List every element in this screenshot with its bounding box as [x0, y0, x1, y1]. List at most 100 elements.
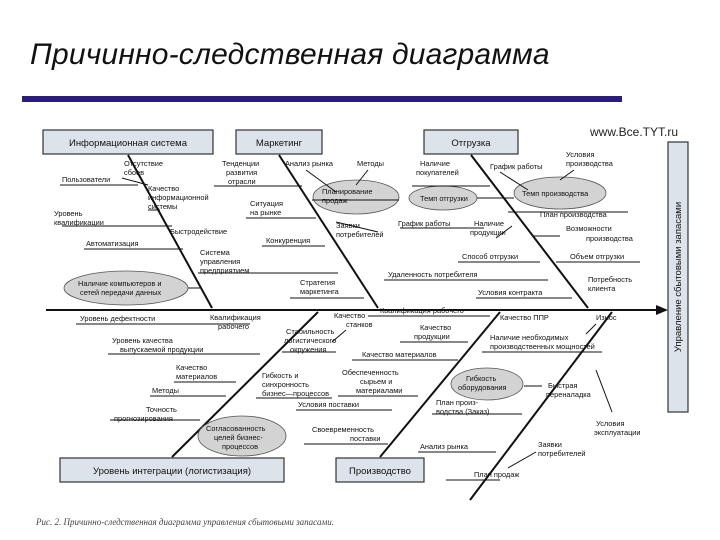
- label-market-situation-1: Ситуация: [250, 199, 283, 208]
- category-box-shipping: [423, 129, 519, 155]
- label-prod-plan-order-1: План произ-: [436, 398, 479, 407]
- category-box-info: [42, 129, 214, 155]
- bone-info: [127, 154, 213, 309]
- branch-availability: [495, 225, 513, 239]
- label-wear: Износ: [596, 313, 617, 322]
- label-logistics-1: Стабильность: [286, 327, 335, 336]
- bone-marketing: [278, 154, 379, 309]
- label-mgmt-system-3: предприятием: [200, 266, 249, 275]
- label-product-quality-2b: продукции: [414, 332, 450, 341]
- label-absence-2: сбоев: [124, 168, 144, 177]
- label-flex-sync-2: синхронность: [262, 380, 309, 389]
- category-shipping: Отгрузка: [451, 138, 491, 149]
- label-fast-reconfig-2: переналадка: [546, 390, 592, 399]
- label-consumer-orders-2a: Заявки: [538, 440, 562, 449]
- label-defect-level: Уровень дефектности: [80, 314, 155, 323]
- label-methods-2: Методы: [152, 386, 179, 395]
- label-work-schedule: График работы: [490, 162, 542, 171]
- branch-machine-quality: [331, 329, 347, 343]
- label-raw-supply-3: материалами: [356, 386, 402, 395]
- label-tendencies-2: развития: [226, 168, 257, 177]
- label-buyers-1: Наличие: [420, 159, 450, 168]
- label-mgmt-system-1: Система: [200, 248, 231, 257]
- label-users: Пользователи: [62, 175, 110, 184]
- label-prod-capability-1: Возможности: [566, 224, 612, 233]
- label-worker-qualif-2: рабочего: [218, 322, 249, 331]
- label-absence-1: Отсутствие: [124, 159, 163, 168]
- label-qualif-2: квалификации: [54, 218, 104, 227]
- branch-prod-conditions: [559, 169, 575, 181]
- label-computers-2: сетей передачи данных: [80, 288, 162, 297]
- label-ppr-quality: Качество ППР: [500, 313, 549, 322]
- branch-methods: [355, 169, 369, 186]
- label-tendencies-3: отрасли: [228, 177, 256, 186]
- label-methods: Методы: [357, 159, 384, 168]
- label-automation: Автоматизация: [86, 239, 139, 248]
- label-info-quality-2: информационной: [148, 193, 209, 202]
- label-contract-terms: Условия контракта: [478, 288, 543, 297]
- label-prod-plan: План производства: [540, 210, 608, 219]
- label-flex-sync-3: бизнес—процессов: [262, 389, 329, 398]
- slide-title: Причинно-следственная диаграмма: [30, 38, 550, 71]
- label-logistics-2: логистического: [284, 336, 336, 345]
- label-raw-supply-2: сырьем и: [360, 377, 392, 386]
- label-market-analysis-2: Анализ рынка: [420, 442, 469, 451]
- label-computers-1: Наличие компьютеров и: [78, 279, 162, 288]
- label-capacity-need-1: Наличие необходимых: [490, 333, 569, 342]
- branch-consumer-orders: [335, 221, 379, 233]
- label-consumer-orders-2: потребителей: [336, 230, 384, 239]
- effect-box: [667, 141, 689, 413]
- label-availability-1: Наличие: [474, 219, 504, 228]
- label-equip-flex-2: оборудования: [458, 383, 507, 392]
- label-product-quality-2a: Качество: [420, 323, 451, 332]
- branch-consumer-orders-2: [507, 451, 537, 469]
- ellipse-equip-flex: [450, 367, 524, 401]
- label-info-quality-3: системы: [148, 202, 177, 211]
- label-buyers-2: покупателей: [416, 168, 459, 177]
- label-supply-terms: Условия поставки: [298, 400, 359, 409]
- label-flex-sync-1: Гибкость и: [262, 371, 299, 380]
- label-ship-volume: Объем отгрузки: [570, 252, 624, 261]
- label-operating-cond-1: Условия: [596, 419, 624, 428]
- label-ship-method: Способ отгрузки: [462, 252, 518, 261]
- category-integration: Уровень интеграции (логистизация): [93, 466, 251, 477]
- branch-work-schedule: [499, 171, 529, 191]
- label-speed: Быстродействие: [170, 227, 227, 236]
- label-client-need-1: Потребность: [588, 275, 632, 284]
- label-prod-plan-order-2: водства (Заказ): [436, 407, 490, 416]
- label-prod-conditions-1: Условия: [566, 150, 594, 159]
- label-process-seq-1: Своевременность: [312, 425, 374, 434]
- label-mgmt-system-2: управления: [200, 257, 240, 266]
- category-info: Информационная система: [69, 138, 188, 149]
- label-machine-quality-1: Качество: [334, 311, 365, 320]
- label-consumer-orders-1: Заявки: [336, 221, 360, 230]
- label-raw-supply-1: Обеспеченность: [342, 368, 399, 377]
- label-forecast-2: прогнозирования: [114, 414, 173, 423]
- label-consumer-orders-2b: потребителей: [538, 449, 586, 458]
- label-prod-conditions-2: производства: [566, 159, 614, 168]
- label-remoteness: Удаленность потребителя: [388, 270, 478, 279]
- branch-wear: [585, 323, 597, 335]
- category-box-marketing: [235, 129, 323, 155]
- label-marketing-strategy-1: Стратегия: [300, 278, 335, 287]
- label-prod-rate: Темп производства: [522, 189, 589, 198]
- branch-market-analysis: [305, 169, 337, 193]
- label-material-quality-2: материалов: [176, 372, 217, 381]
- label-marketing-strategy-2: маркетинга: [300, 287, 340, 296]
- label-equip-flex-1: Гибкость: [466, 374, 496, 383]
- label-competition: Конкуренция: [266, 236, 310, 245]
- label-capacity-need-2: производственных мощностей: [490, 342, 595, 351]
- label-market-analysis: Анализ рынка: [285, 159, 334, 168]
- category-box-production: [335, 457, 425, 483]
- label-operating-cond-2: эксплуатации: [594, 428, 641, 437]
- label-market-situation-2: на рынке: [250, 208, 281, 217]
- bone-production: [379, 311, 501, 458]
- category-box-integration: [59, 457, 285, 483]
- ellipse-prod-rate: [513, 176, 607, 210]
- label-material-quality-1: Качество: [176, 363, 207, 372]
- label-machine-quality-2: станков: [346, 320, 373, 329]
- category-marketing: Маркетинг: [256, 138, 303, 149]
- label-worker-qualif-1: Квалификация: [210, 313, 261, 322]
- label-prod-capability-2: производства: [586, 234, 634, 243]
- branch-absence: [121, 177, 149, 186]
